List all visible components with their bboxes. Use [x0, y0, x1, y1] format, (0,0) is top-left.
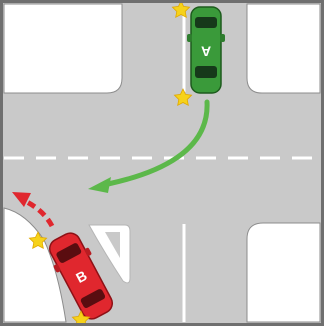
vehicle-a-front-left-signal-flash	[173, 88, 193, 107]
vehicle-b-path-arrowhead	[12, 192, 31, 207]
vehicle-b-mirror-left	[53, 264, 61, 273]
vehicle-a-rear-left-signal-flash	[171, 0, 191, 19]
block-bottom-left	[3, 207, 67, 323]
block-bottom-right	[246, 222, 321, 323]
vehicle-a-path-arrowhead	[88, 177, 111, 193]
vehicle-b-rear-window	[80, 289, 106, 308]
vehicle-a-path	[105, 99, 210, 187]
block-top-right	[246, 3, 321, 94]
vehicle-a-rear-window	[195, 17, 217, 28]
vehicle-a: A	[187, 6, 225, 94]
vehicle-a-windshield	[195, 66, 217, 78]
vehicle-b-windshield	[56, 243, 82, 263]
vehicle-a-mirror-left	[187, 34, 192, 42]
vehicle-b-mirror-right	[84, 247, 92, 256]
vehicle-a-mirror-right	[220, 34, 225, 42]
vehicle-b: B	[48, 232, 114, 320]
vehicle-b-front-left-signal-flash	[28, 231, 48, 250]
vehicle-a-label: A	[201, 43, 211, 59]
block-top-left	[3, 3, 123, 94]
traffic-island-inner	[105, 232, 120, 258]
vehicle-b-path	[25, 199, 55, 228]
